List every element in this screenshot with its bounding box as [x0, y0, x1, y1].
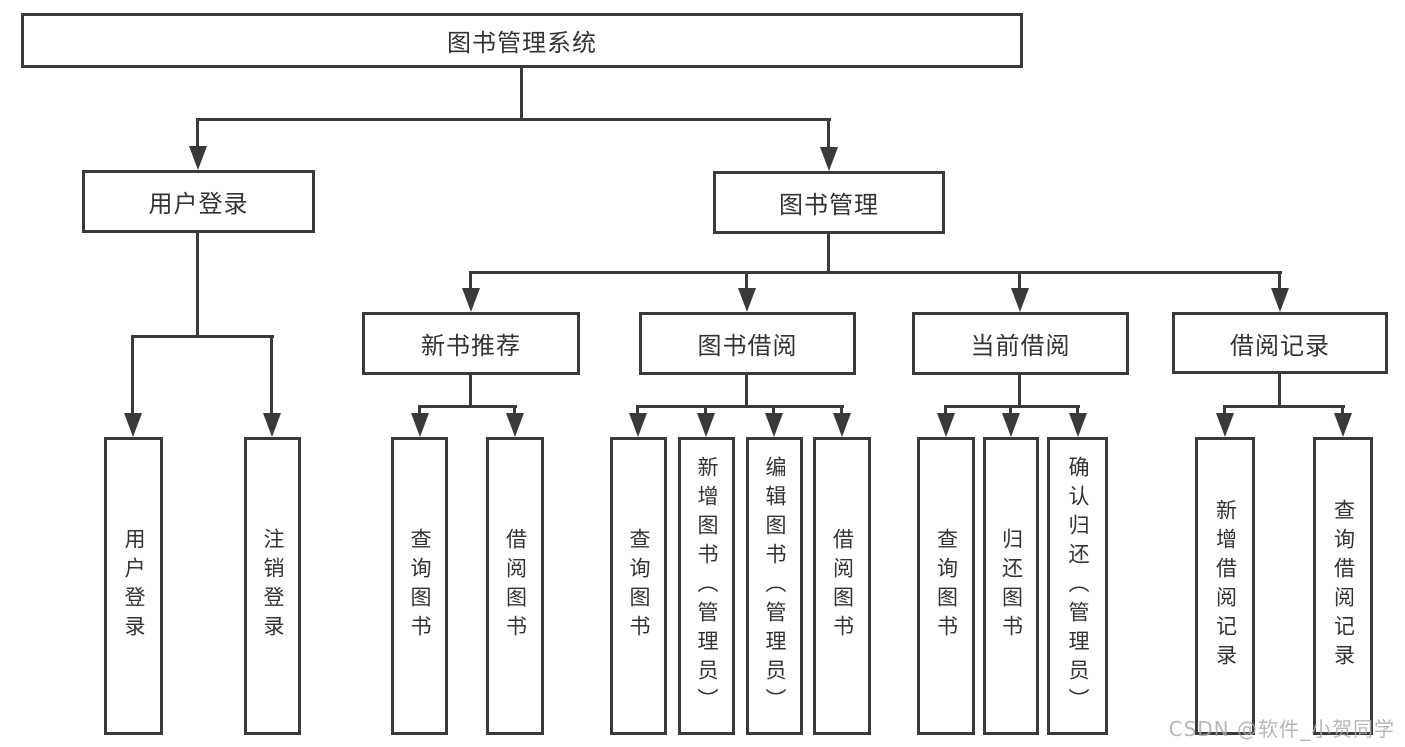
connector-br-stem: [1278, 374, 1281, 407]
arrowhead-user-login: [189, 146, 207, 170]
connector-drop-nbr-borrow: [513, 405, 516, 417]
connector-cb-branch: [944, 405, 1080, 408]
connector-drop-bb: [745, 271, 748, 291]
csdn-watermark: CSDN @软件_小贺同学: [1168, 717, 1395, 741]
arrowhead-br: [1271, 288, 1289, 312]
connector-drop-bb-borrow: [840, 405, 843, 417]
connector-nbr-branch: [418, 405, 517, 408]
connector-nbr-stem: [469, 375, 472, 407]
leaf-bb-edit-book-admin: 编辑图书（管理员）: [746, 437, 803, 735]
leaf-nbr-query-book: 查询图书: [391, 437, 448, 735]
connector-book-mgmt-stem: [827, 234, 830, 272]
leaf-bb-add-book-admin: 新增图书（管理员）: [678, 437, 735, 735]
connector-cb-stem: [1018, 375, 1021, 407]
connector-drop-nbr-query: [418, 405, 421, 417]
connector-drop-leaf-login: [131, 335, 134, 415]
node-book-borrow: 图书借阅: [639, 312, 856, 375]
connector-drop-nbr: [469, 271, 472, 291]
connector-drop-bb-edit: [772, 405, 775, 417]
leaf-bb-borrow-book: 借阅图书: [813, 437, 871, 735]
connector-bb-branch: [636, 405, 844, 408]
arrowhead-cb: [1011, 288, 1029, 312]
leaf-br-add-record: 新增借阅记录: [1195, 437, 1255, 735]
connector-user-login-branch: [132, 335, 274, 338]
connector-drop-cb-return: [1009, 405, 1012, 417]
arrowhead-nbr-borrow: [506, 413, 524, 437]
arrowhead-cb-confirm: [1069, 413, 1087, 437]
connector-drop-leaf-logout: [270, 335, 273, 415]
node-new-book-recommend: 新书推荐: [362, 312, 580, 375]
connector-drop-cb-query: [944, 405, 947, 417]
leaf-cb-confirm-return-admin: 确认归还（管理员）: [1047, 437, 1108, 735]
arrowhead-cb-return: [1002, 413, 1020, 437]
node-book-management: 图书管理: [713, 171, 945, 234]
connector-root-stem: [520, 68, 523, 120]
arrowhead-leaf-login: [124, 413, 142, 437]
leaf-bb-query-book: 查询图书: [610, 437, 667, 735]
connector-book-mgmt-branch: [470, 271, 1282, 274]
arrowhead-br-query: [1334, 413, 1352, 437]
arrowhead-bb-query: [629, 413, 647, 437]
connector-drop-cb: [1018, 271, 1021, 291]
arrowhead-nbr: [462, 288, 480, 312]
leaf-cb-return-book: 归还图书: [983, 437, 1039, 735]
connector-drop-bb-query: [636, 405, 639, 417]
connector-bb-stem: [745, 375, 748, 407]
leaf-logout-login: 注销登录: [244, 437, 301, 735]
connector-drop-br-query: [1341, 405, 1344, 417]
node-borrow-record: 借阅记录: [1172, 312, 1388, 374]
arrowhead-leaf-logout: [263, 413, 281, 437]
arrowhead-br-add: [1216, 413, 1234, 437]
connector-drop-br: [1278, 271, 1281, 291]
connector-root-branch: [197, 118, 831, 121]
connector-drop-book-mgmt: [827, 118, 830, 150]
connector-drop-br-add: [1223, 405, 1226, 417]
connector-br-branch: [1223, 405, 1345, 408]
node-root: 图书管理系统: [21, 13, 1023, 68]
arrowhead-bb-edit: [765, 413, 783, 437]
connector-drop-cb-confirm: [1076, 405, 1079, 417]
arrowhead-bb-add: [697, 413, 715, 437]
arrowhead-cb-query: [937, 413, 955, 437]
leaf-cb-query-book: 查询图书: [917, 437, 975, 735]
arrowhead-book-mgmt: [820, 147, 838, 171]
leaf-br-query-record: 查询借阅记录: [1313, 437, 1373, 735]
arrowhead-nbr-query: [411, 413, 429, 437]
leaf-user-login: 用户登录: [104, 437, 163, 735]
arrowhead-bb-borrow: [833, 413, 851, 437]
connector-drop-bb-add: [704, 405, 707, 417]
node-user-login: 用户登录: [82, 170, 315, 233]
connector-drop-user-login: [196, 118, 199, 150]
arrowhead-bb: [738, 288, 756, 312]
connector-user-login-stem: [196, 233, 199, 337]
leaf-nbr-borrow-book: 借阅图书: [486, 437, 544, 735]
node-current-borrow: 当前借阅: [912, 312, 1129, 375]
